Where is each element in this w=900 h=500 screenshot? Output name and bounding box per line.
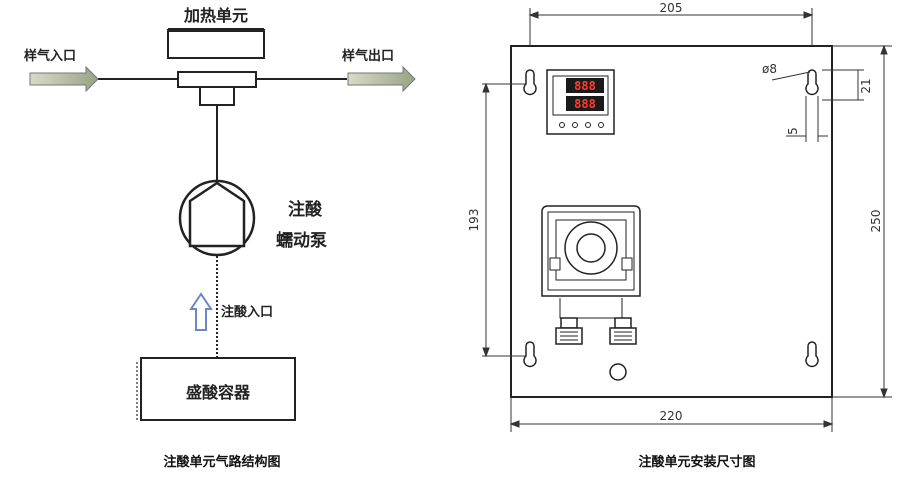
controller-display-top: 888 — [574, 79, 596, 93]
controller-display-bottom: 888 — [574, 97, 596, 111]
drain-hole-icon — [609, 363, 627, 381]
dim-top-width-label: 205 — [660, 1, 683, 15]
temperature-controller: 888 888 — [546, 69, 615, 135]
pump-fitting-icon — [555, 317, 637, 345]
inlet-arrow-icon — [29, 65, 99, 93]
heating-unit: 加热单元 — [167, 6, 265, 59]
dim-right-height — [832, 44, 892, 399]
acid-container: 盛酸容器 — [136, 357, 296, 422]
dim-right-height-label: 250 — [869, 210, 883, 233]
tee-connector — [177, 71, 257, 106]
mounting-slot-icon — [523, 69, 819, 368]
install-drawing: 205 193 250 — [467, 1, 892, 470]
flow-diagram: 加热单元 样气入口 样气出口 注酸 蠕动泵 — [24, 6, 416, 470]
dim-bottom-width — [509, 397, 834, 432]
outlet-arrow-icon — [347, 65, 416, 93]
sample-gas-inlet: 样气入口 — [24, 48, 99, 93]
pump-label-line1: 注酸 — [288, 199, 323, 220]
acid-inlet-arrow-icon — [189, 292, 213, 331]
dim-slot-detail — [771, 69, 864, 142]
dim-slot-height-label: 21 — [859, 78, 873, 93]
acid-inlet-label: 注酸入口 — [221, 304, 273, 320]
peristaltic-pump-icon — [178, 179, 256, 257]
dim-slot-width-label: 5 — [786, 127, 800, 135]
flow-diagram-caption: 注酸单元气路结构图 — [163, 454, 280, 470]
controller-buttons — [559, 122, 604, 128]
sample-gas-outlet-label: 样气出口 — [342, 48, 394, 64]
dim-left-height — [482, 82, 526, 358]
acid-container-label: 盛酸容器 — [186, 383, 251, 402]
heating-unit-label: 加热单元 — [183, 6, 248, 25]
install-drawing-caption: 注酸单元安装尺寸图 — [638, 454, 755, 470]
sample-gas-outlet: 样气出口 — [342, 48, 416, 93]
pump-label-line2: 蠕动泵 — [276, 231, 327, 251]
dim-hole-diameter-label: ø8 — [762, 62, 777, 76]
dim-left-height-label: 193 — [467, 209, 481, 232]
pump-body — [541, 205, 641, 319]
dim-bottom-width-label: 220 — [660, 409, 683, 423]
sample-gas-inlet-label: 样气入口 — [24, 48, 76, 64]
